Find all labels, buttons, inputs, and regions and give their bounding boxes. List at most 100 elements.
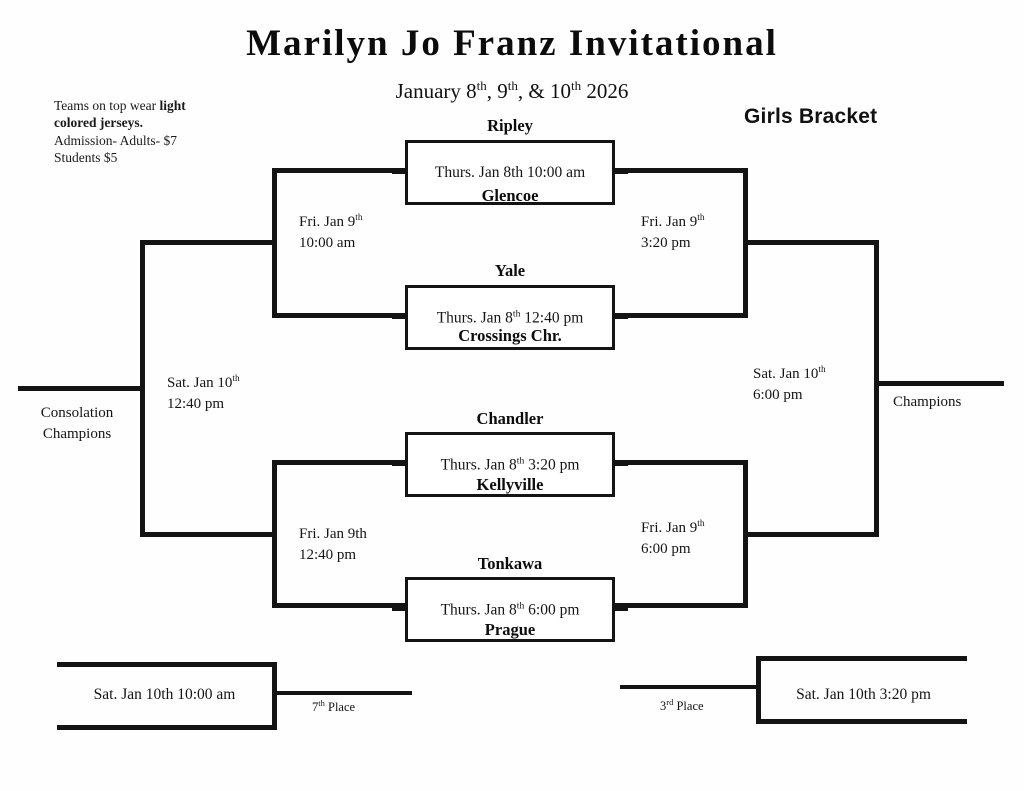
semifinal-upper-bottom-arm: [612, 313, 748, 318]
notes-line-3: Admission- Adults- $7: [54, 132, 178, 148]
connector-game-4-left-stub: [392, 607, 408, 611]
game-4-top-team: Tonkawa: [477, 554, 543, 573]
semifinal-upper-time: 3:20 pm: [641, 235, 691, 252]
seventh-place-number: 7: [312, 700, 319, 715]
championship-sup: th: [818, 365, 826, 375]
dates-sup-2: th: [507, 78, 518, 93]
seventh-place-output: [272, 691, 412, 695]
consolation-final-output: [18, 386, 145, 391]
game-3-bottom-team: Kellyville: [476, 475, 544, 494]
championship-label: Sat. Jan 10th 6:00 pm: [753, 364, 826, 407]
game-3-time: Thurs. Jan 8th 3:20 pm: [408, 455, 612, 474]
championship-vertical: [874, 240, 879, 537]
championship-time: 6:00 pm: [753, 387, 803, 404]
admission-notes: Teams on top wear light colored jerseys.…: [54, 97, 269, 166]
game-1-box: Thurs. Jan 8th 10:00 am: [405, 140, 615, 205]
notes-line-2-bold: colored jerseys.: [54, 115, 143, 131]
game-3-top-team: Chandler: [476, 409, 544, 428]
connector-game-4-right-stub: [612, 607, 628, 611]
consolation-upper-output: [140, 240, 276, 245]
notes-line-1-bold: light: [159, 98, 186, 113]
notes-line-1-plain: Teams on top wear: [54, 98, 160, 113]
game-4-time-suffix: 6:00 pm: [524, 601, 580, 619]
seventh-place-text: Place: [324, 700, 356, 715]
consolation-upper-label: Fri. Jan 9th 10:00 am: [299, 212, 362, 255]
dates-sup-3: th: [571, 78, 582, 93]
notes-line-4: Students $5: [54, 149, 118, 165]
third-place-vertical: [756, 656, 761, 723]
semifinal-lower-output: [743, 532, 879, 537]
consolation-upper-day: Fri. Jan 9: [299, 214, 356, 230]
game-1-top-team: Ripley: [487, 116, 533, 135]
consolation-upper-top-arm: [272, 168, 408, 173]
consolation-final-day: Sat. Jan 10: [167, 375, 233, 391]
semifinal-lower-sup: th: [697, 519, 705, 529]
seventh-place-top-arm: [57, 662, 277, 667]
game-2-time-suffix: 12:40 pm: [520, 309, 584, 327]
tournament-dates: January 8th, 9th, & 10th 2026: [0, 78, 1024, 104]
consolation-champions-label: Consolation Champions: [18, 403, 136, 446]
third-place-label: 3rd Place: [660, 697, 704, 714]
seventh-place-bottom-arm: [57, 725, 277, 730]
consolation-lower-top-arm: [272, 460, 408, 465]
dates-sup-1: th: [476, 78, 487, 93]
seventh-place-time: Sat. Jan 10th 10:00 am: [93, 686, 236, 703]
third-place-sup: rd: [666, 697, 674, 707]
game-3-box: Thurs. Jan 8th 3:20 pm: [405, 432, 615, 497]
semifinal-lower-day: Fri. Jan 9: [641, 520, 698, 536]
champions-label: Champions: [893, 394, 962, 410]
dates-prefix: January 8: [395, 79, 477, 103]
consolation-champions-line-2: Champions: [42, 426, 112, 443]
seventh-place-label: 7th Place: [312, 698, 355, 715]
game-4-bottom-team: Prague: [484, 620, 536, 639]
semifinal-lower-label: Fri. Jan 9th 6:00 pm: [641, 518, 704, 561]
consolation-lower-day: Fri. Jan 9th: [299, 526, 367, 542]
seventh-place-sup: th: [318, 698, 325, 708]
consolation-lower-output: [140, 532, 276, 537]
game-1-bottom-team: Glencoe: [481, 186, 539, 205]
game-4-time-sup: th: [516, 599, 525, 611]
semifinal-upper-output: [743, 240, 879, 245]
third-place-top-arm: [756, 656, 967, 661]
third-place-number: 3: [660, 699, 667, 714]
game-2-time: Thurs. Jan 8th 12:40 pm: [408, 308, 612, 327]
third-place-bottom-arm: [756, 719, 967, 724]
semifinal-upper-label: Fri. Jan 9th 3:20 pm: [641, 212, 704, 255]
game-3-time-prefix: Thurs. Jan 8: [440, 456, 517, 474]
third-place-input: [620, 685, 760, 689]
game-2-time-prefix: Thurs. Jan 8: [436, 309, 513, 327]
game-2-bottom-team: Crossings Chr.: [458, 326, 562, 345]
championship-day: Sat. Jan 10: [753, 366, 819, 382]
consolation-lower-label: Fri. Jan 9th 12:40 pm: [299, 524, 367, 567]
semifinal-upper-top-arm: [612, 168, 748, 173]
third-place-time: Sat. Jan 10th 3:20 pm: [796, 686, 931, 703]
dates-year: 2026: [581, 79, 629, 103]
consolation-final-time: 12:40 pm: [167, 396, 225, 413]
game-4-time: Thurs. Jan 8th 6:00 pm: [408, 600, 612, 619]
semifinal-upper-day: Fri. Jan 9: [641, 214, 698, 230]
dates-mid-1: , 9: [486, 79, 508, 103]
page-title: Marilyn Jo Franz Invitational: [246, 23, 778, 64]
game-2-top-team: Yale: [494, 261, 526, 280]
dates-mid-2: , & 10: [517, 79, 572, 103]
game-1-time-text: Thurs. Jan 8th 10:00 am: [434, 163, 586, 181]
game-3-time-sup: th: [516, 454, 525, 466]
third-place-text: Place: [673, 699, 704, 714]
consolation-upper-time: 10:00 am: [299, 235, 356, 252]
semifinal-lower-time: 6:00 pm: [641, 541, 691, 558]
consolation-final-sup: th: [232, 374, 240, 384]
consolation-lower-bottom-arm: [272, 603, 408, 608]
semifinal-upper-sup: th: [697, 213, 705, 223]
consolation-champions-line-1: Consolation: [40, 405, 114, 421]
game-2-time-sup: th: [512, 307, 521, 319]
seventh-place-vertical: [272, 662, 277, 729]
championship-output: [874, 381, 1004, 386]
consolation-upper-sup: th: [355, 213, 363, 223]
consolation-upper-bottom-arm: [272, 313, 408, 318]
game-1-time: Thurs. Jan 8th 10:00 am: [408, 164, 612, 182]
bracket-division-label: Girls Bracket: [744, 105, 878, 128]
semifinal-lower-top-arm: [612, 460, 748, 465]
consolation-lower-time: 12:40 pm: [299, 547, 357, 564]
consolation-final-label: Sat. Jan 10th 12:40 pm: [167, 373, 240, 416]
